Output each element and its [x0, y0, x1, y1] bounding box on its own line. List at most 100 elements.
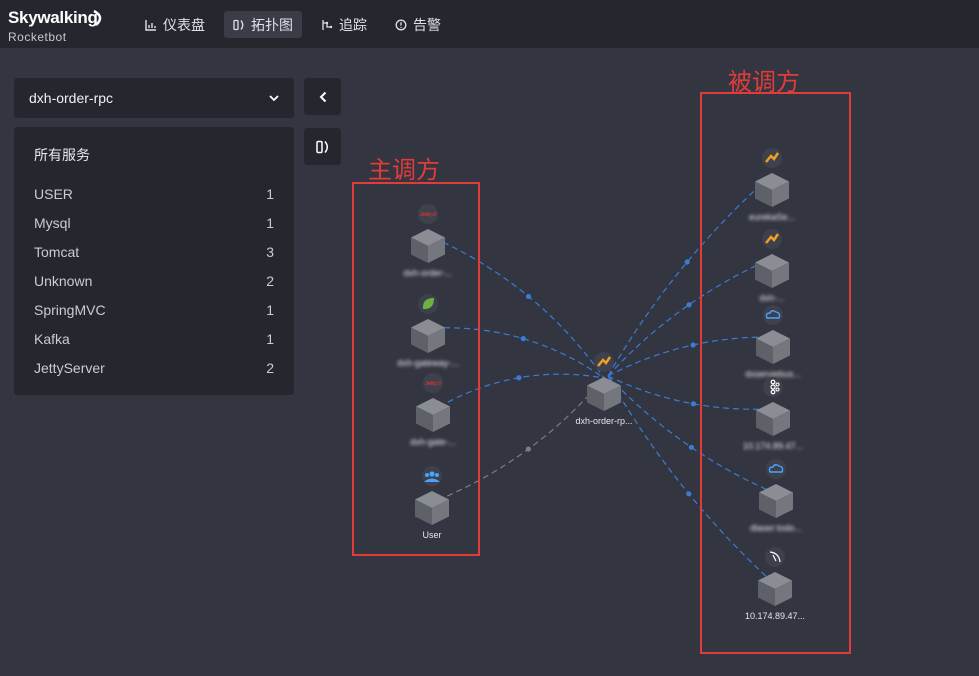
- call-link[interactable]: [607, 260, 767, 377]
- service-node[interactable]: dxh-gateway-...: [397, 294, 459, 368]
- nav-topology-label: 拓扑图: [251, 16, 293, 33]
- service-list-item[interactable]: SpringMVC 1: [34, 295, 274, 324]
- node-label: 10.174.89.47...: [745, 611, 805, 621]
- link-midpoint-dot[interactable]: [690, 342, 696, 348]
- nav-dashboard-label: 仪表盘: [163, 16, 205, 33]
- topology-icon: [315, 140, 328, 153]
- dashboard-icon: [145, 19, 156, 31]
- node-label: dlaser:todo...: [750, 523, 802, 533]
- topology-icon: [233, 19, 244, 30]
- link-midpoint-dot[interactable]: [516, 375, 522, 381]
- logo-title: Skywalking: [8, 8, 98, 27]
- call-link[interactable]: [607, 336, 768, 377]
- topology-view-button[interactable]: [304, 128, 341, 165]
- link-midpoint-dot[interactable]: [520, 336, 526, 342]
- service-list-title: 所有服务: [34, 147, 90, 163]
- service-node[interactable]: dxh-...: [755, 229, 789, 303]
- call-link[interactable]: [607, 179, 767, 377]
- node-label: dxh-order-...: [403, 268, 452, 278]
- tomcat-icon: [762, 229, 782, 249]
- link-midpoint-dot[interactable]: [688, 444, 694, 450]
- service-select-value: dxh-order-rpc: [29, 90, 114, 106]
- service-name: USER: [34, 185, 73, 202]
- cloud-icon: [766, 459, 786, 479]
- topology-links: [433, 179, 771, 580]
- service-node[interactable]: 10.174.89.47...: [743, 377, 803, 451]
- call-link[interactable]: [607, 375, 768, 410]
- service-count: 1: [266, 214, 274, 231]
- service-name: JettyServer: [34, 359, 105, 376]
- service-list-item[interactable]: Tomcat 3: [34, 237, 274, 266]
- trace-icon: [322, 19, 333, 30]
- chevron-down-icon: [269, 94, 279, 101]
- service-node[interactable]: dlaser:todo...: [750, 459, 802, 533]
- service-node[interactable]: dxserviebus...: [745, 305, 801, 379]
- link-midpoint-dot[interactable]: [690, 401, 697, 407]
- node-label: 10.174.89.47...: [743, 441, 803, 451]
- node-label: eurekaSe...: [749, 212, 795, 222]
- callee-annotation-box: [700, 92, 851, 654]
- node-label: dxh-...: [759, 293, 784, 303]
- service-select[interactable]: dxh-order-rpc: [14, 78, 294, 118]
- caller-annotation-label: 主调方: [368, 157, 440, 184]
- call-link[interactable]: [607, 375, 771, 492]
- collapse-panel-button[interactable]: [304, 78, 341, 115]
- callee-annotation-label: 被调方: [728, 69, 800, 96]
- link-midpoint-dot[interactable]: [525, 446, 532, 452]
- service-node[interactable]: Jetty:// dxh-gate-...: [410, 373, 456, 447]
- svg-text:Jetty://: Jetty://: [425, 381, 442, 387]
- svg-text:Jetty://: Jetty://: [420, 212, 437, 218]
- link-midpoint-dot[interactable]: [525, 293, 532, 300]
- user-group-icon: [422, 466, 442, 486]
- kafka-icon: [763, 377, 783, 397]
- link-midpoint-dot[interactable]: [684, 259, 690, 265]
- service-list-item[interactable]: Mysql 1: [34, 208, 274, 237]
- chevron-left-icon: [319, 91, 326, 102]
- service-node[interactable]: User: [415, 466, 449, 540]
- jetty-icon: Jetty://: [423, 373, 443, 393]
- service-name: Unknown: [34, 272, 93, 289]
- node-label: dxserviebus...: [745, 369, 801, 379]
- nav-dashboard[interactable]: 仪表盘: [136, 11, 214, 38]
- spring-icon: [418, 294, 438, 314]
- nav-topology[interactable]: 拓扑图: [224, 11, 302, 38]
- service-count: 1: [266, 301, 274, 318]
- nav-alarm[interactable]: 告警: [386, 11, 450, 38]
- cloud-icon: [763, 305, 783, 325]
- alarm-icon: [395, 19, 407, 30]
- link-midpoint-dot[interactable]: [686, 491, 692, 497]
- node-label: dxh-gateway-...: [397, 358, 459, 368]
- call-link[interactable]: [607, 375, 770, 580]
- link-midpoint-dot[interactable]: [686, 302, 692, 308]
- service-node[interactable]: eurekaSe...: [749, 148, 795, 222]
- service-name: Tomcat: [34, 243, 80, 260]
- skywalking-logo[interactable]: Skywalking Rocketbot: [8, 8, 102, 44]
- tomcat-icon: [762, 148, 782, 168]
- tomcat-icon: [594, 352, 614, 372]
- logo-subtitle: Rocketbot: [8, 30, 67, 44]
- caller-annotation-box: [352, 182, 480, 556]
- service-node[interactable]: 10.174.89.47...: [745, 547, 805, 621]
- nav-alarm-label: 告警: [413, 16, 441, 33]
- mysql-icon: [765, 547, 785, 567]
- nav-trace[interactable]: 追踪: [312, 11, 376, 38]
- node-label: dxh-gate-...: [410, 437, 456, 447]
- service-node[interactable]: Jetty:// dxh-order-...: [403, 204, 453, 278]
- nav-trace-label: 追踪: [339, 16, 367, 33]
- node-label: dxh-order-rp...: [575, 416, 632, 426]
- service-node[interactable]: dxh-order-rp...: [575, 352, 633, 426]
- service-count: 3: [266, 243, 274, 260]
- service-name: Mysql: [34, 214, 71, 231]
- service-list-item[interactable]: USER 1: [34, 179, 274, 208]
- main-nav: 仪表盘 拓扑图 追踪 告警: [136, 11, 450, 38]
- service-name: SpringMVC: [34, 301, 106, 318]
- node-label: User: [422, 530, 441, 540]
- service-count: 1: [266, 185, 274, 202]
- top-navbar: Skywalking Rocketbot 仪表盘 拓扑图 追踪 告警: [0, 0, 979, 48]
- jetty-icon: Jetty://: [418, 204, 438, 224]
